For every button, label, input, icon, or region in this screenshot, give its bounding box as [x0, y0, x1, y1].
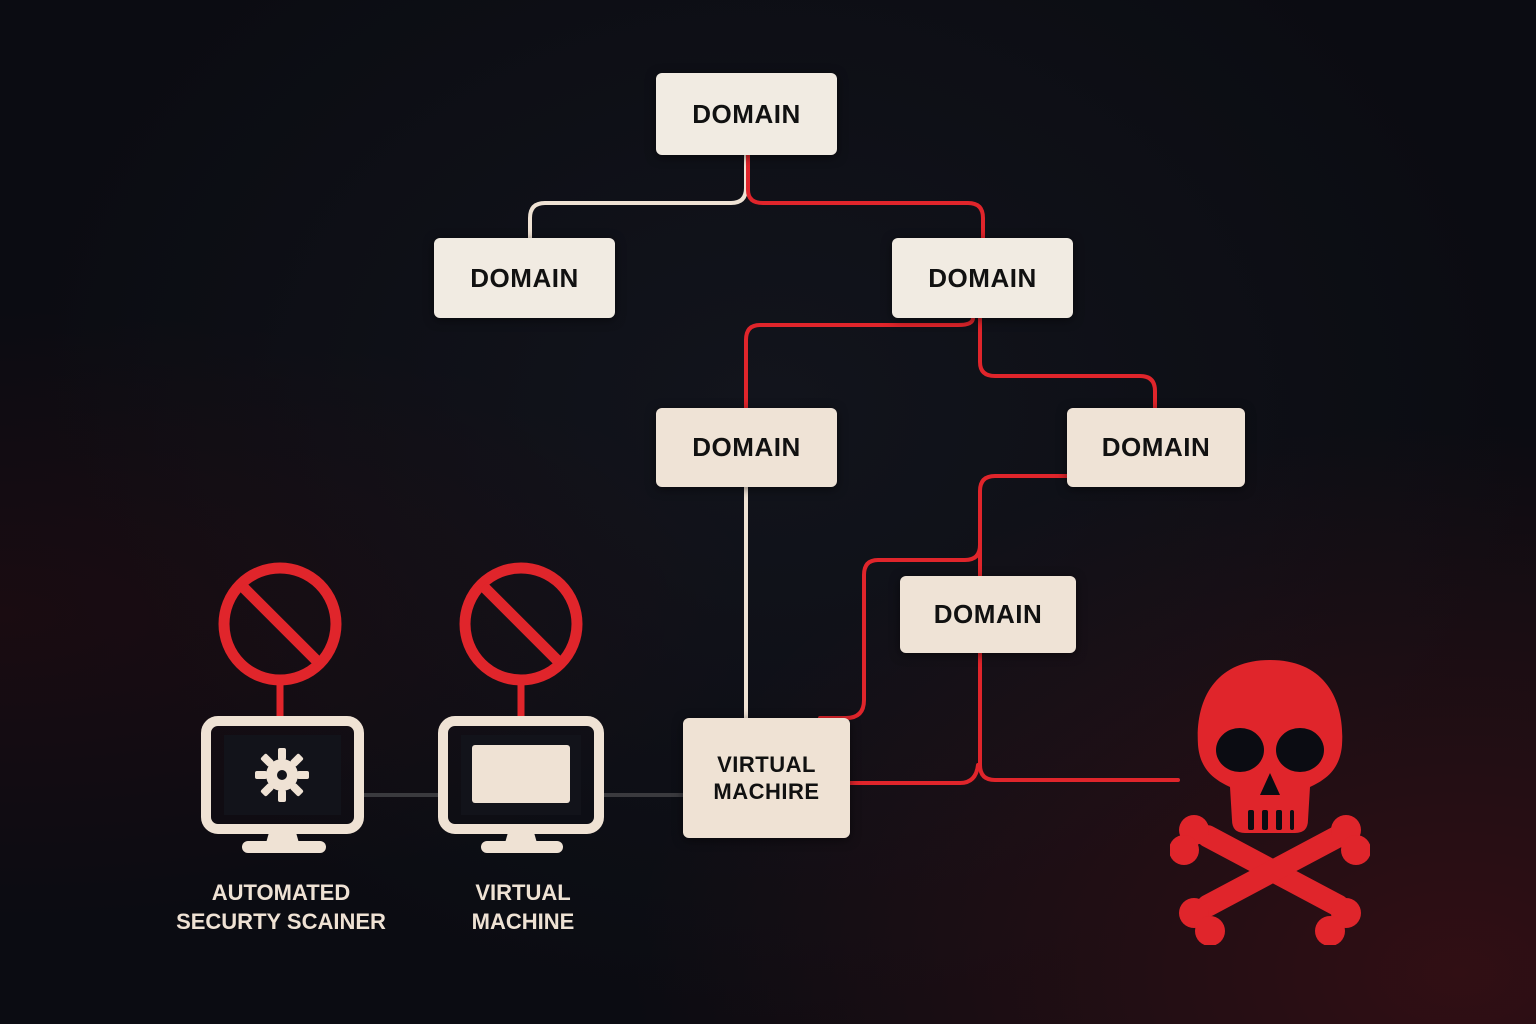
vm-box-label-line1: VIRTUAL [717, 752, 816, 777]
vm-caption-line2: MACHINE [471, 909, 575, 934]
skull-crossbones-icon [1170, 660, 1370, 945]
domain-node-lower[interactable]: DOMAIN [900, 576, 1076, 653]
vm-caption: VIRTUAL MACHINE [430, 878, 616, 936]
domain-node-mid-left[interactable]: DOMAIN [656, 408, 837, 487]
vm-box-label-line2: MACHIRE [713, 779, 820, 804]
link-branch-to-vm-box [818, 543, 982, 720]
virtual-machine-box[interactable]: VIRTUAL MACHIRE [683, 718, 850, 838]
link-root-to-right-domain [746, 153, 985, 240]
prohibited-icon [218, 562, 342, 720]
domain-node-right[interactable]: DOMAIN [892, 238, 1073, 318]
link-right-domain-to-mid-left-domain [744, 316, 975, 410]
domain-node-root[interactable]: DOMAIN [656, 73, 837, 155]
vm-caption-line1: VIRTUAL [475, 880, 571, 905]
scanner-caption: AUTOMATED SECURTY SCAINER [150, 878, 412, 936]
domain-node-left[interactable]: DOMAIN [434, 238, 615, 318]
scanner-caption-line2: SECURTY SCAINER [176, 909, 386, 934]
link-mid-right-domain-to-lower-domain [978, 474, 1070, 578]
monitor-gear-icon[interactable] [200, 715, 365, 855]
link-right-domain-to-mid-right-domain [978, 316, 1157, 410]
link-lower-domain-to-skull [978, 651, 1180, 782]
scanner-caption-line1: AUTOMATED [211, 880, 351, 905]
link-root-to-left-domain [528, 153, 748, 240]
link-lower-domain-to-vm-box [848, 763, 980, 785]
prohibited-icon [459, 562, 583, 720]
monitor-window-icon[interactable] [437, 715, 605, 855]
domain-node-mid-right[interactable]: DOMAIN [1067, 408, 1245, 487]
